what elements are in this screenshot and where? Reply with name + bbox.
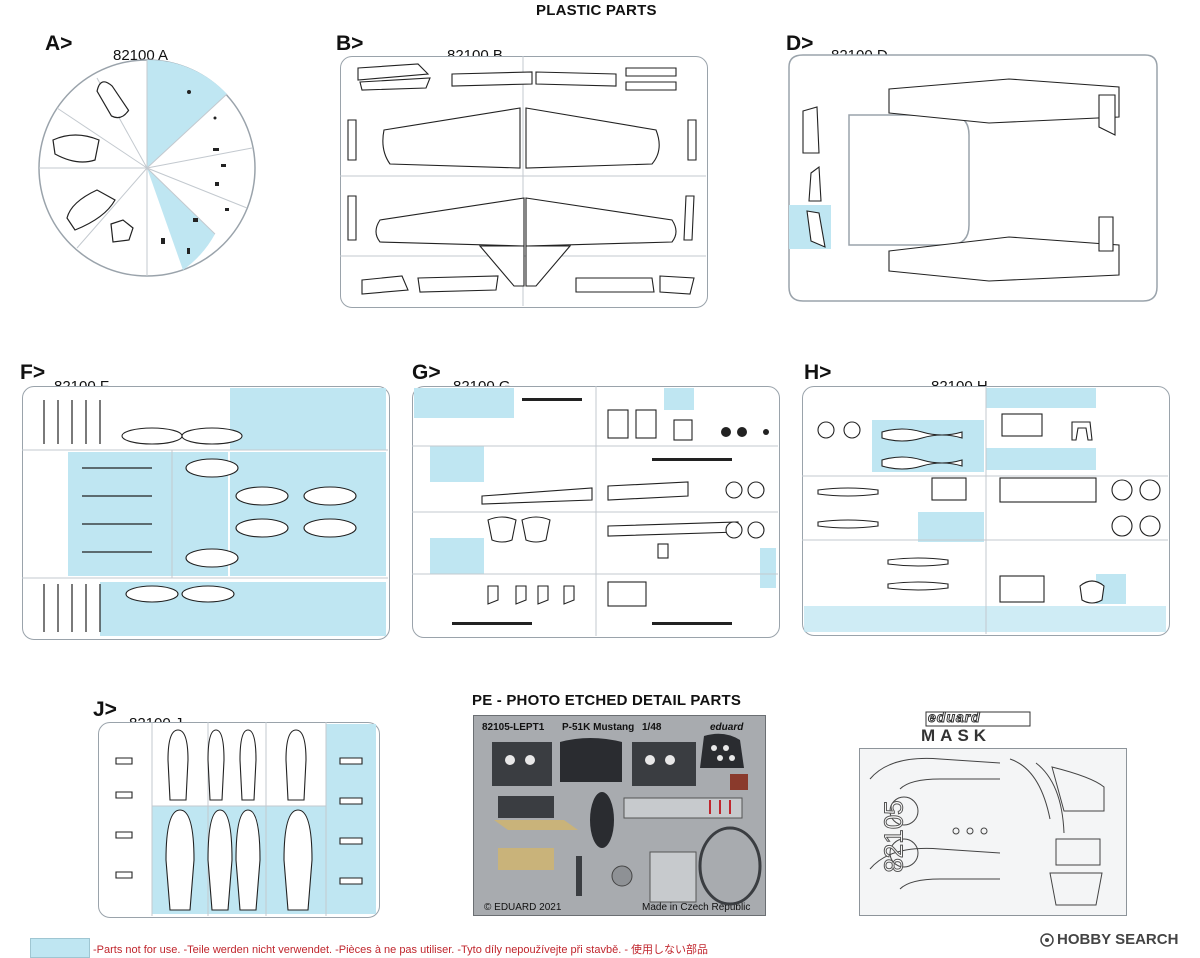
mask-brand: eduard bbox=[928, 709, 981, 726]
unused-parts-legend-text: -Parts not for use. -Teile werden nicht … bbox=[93, 944, 709, 956]
sprue-f-letter: F> bbox=[20, 361, 46, 384]
pe-scale: 1/48 bbox=[642, 722, 662, 733]
unused-parts-legend-swatch bbox=[30, 938, 90, 958]
sprue-g-diagram bbox=[412, 386, 778, 636]
pe-fret: 82105-LEPT1 P-51K Mustang 1/48 eduard © … bbox=[473, 715, 766, 916]
mask-logo bbox=[925, 711, 1031, 727]
sprue-j-letter: J> bbox=[93, 698, 117, 721]
sprue-b-letter: B> bbox=[336, 32, 364, 55]
pe-origin: Made in Czech Republic bbox=[642, 902, 751, 913]
pe-copyright: © EDUARD 2021 bbox=[484, 902, 562, 913]
sprue-g-letter: G> bbox=[412, 361, 441, 384]
mask-code: 82105 bbox=[878, 800, 909, 873]
plastic-parts-title: PLASTIC PARTS bbox=[536, 2, 657, 19]
mask-label: MASK bbox=[921, 726, 992, 745]
sprue-h-diagram bbox=[802, 386, 1168, 634]
pe-model: P-51K Mustang bbox=[562, 722, 635, 733]
sprue-a-letter: A> bbox=[45, 32, 73, 55]
sprue-b-diagram bbox=[340, 56, 706, 306]
pe-parts-diagram bbox=[492, 733, 762, 906]
sprue-h-letter: H> bbox=[804, 361, 832, 384]
pe-code: 82105-LEPT1 bbox=[482, 722, 545, 733]
sprue-a-diagram bbox=[38, 59, 256, 277]
pe-section-title: PE - PHOTO ETCHED DETAIL PARTS bbox=[472, 692, 742, 709]
mask-shapes bbox=[869, 757, 1105, 906]
sprue-d-diagram bbox=[788, 54, 1158, 302]
mask-sheet: 82105 bbox=[859, 748, 1127, 916]
pe-brand: eduard bbox=[710, 722, 744, 733]
watermark-logo-icon bbox=[1040, 933, 1054, 947]
sprue-f-diagram bbox=[22, 400, 388, 632]
watermark-text: HOBBY SEARCH bbox=[1057, 931, 1179, 948]
sprue-d-letter: D> bbox=[786, 32, 814, 55]
sprue-j-diagram bbox=[115, 722, 363, 916]
